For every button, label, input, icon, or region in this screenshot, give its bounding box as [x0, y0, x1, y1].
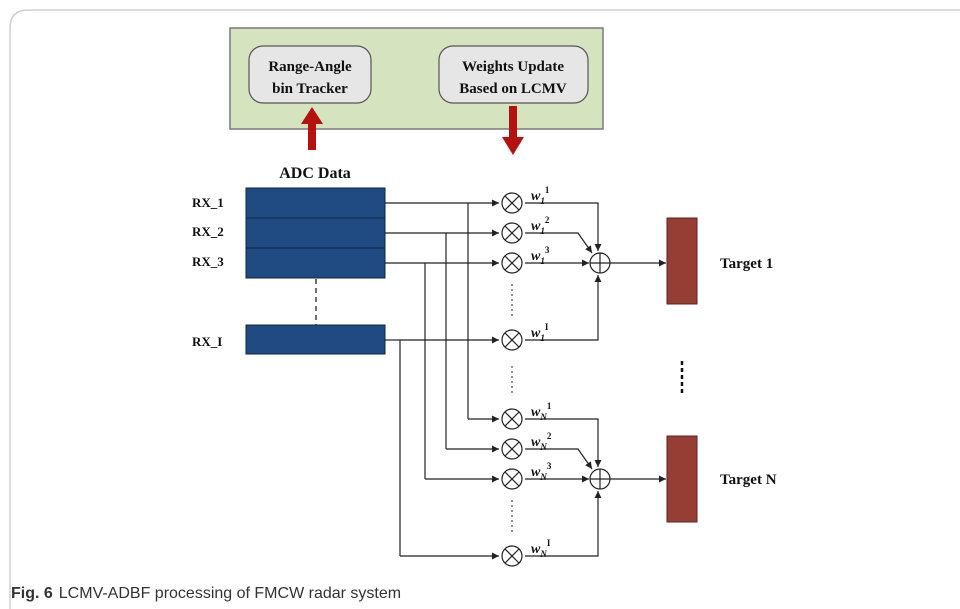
weights-label-line1: Weights Update	[462, 59, 564, 75]
signal-wires	[385, 199, 666, 560]
rx-label-3: RX_3	[192, 254, 224, 269]
weight-superscript: 3	[547, 461, 552, 471]
figure-caption-text: LCMV-ADBF processing of FMCW radar syste…	[58, 585, 402, 602]
target-1-block	[666, 217, 698, 305]
rx-bar-i	[245, 324, 386, 355]
tracker-label-line2: bin Tracker	[272, 81, 348, 97]
weights-down-arrow-icon	[502, 106, 524, 155]
multiplier-icon	[501, 252, 523, 274]
multiplier-icon	[501, 468, 523, 490]
tracker-label-line1: Range-Angle	[268, 59, 352, 75]
weight-superscript: 2	[545, 215, 550, 225]
figure-caption-label: Fig. 6	[11, 585, 53, 602]
weight-superscript: I	[547, 538, 551, 548]
weight-subscript: 1	[540, 256, 545, 266]
multiplier-icon	[501, 222, 523, 244]
weight-label: w	[531, 542, 541, 557]
svg-text:wN2: wN2	[531, 431, 552, 452]
weight-label: w	[531, 435, 541, 450]
svg-text:Range-Angle: Range-Angle	[268, 59, 352, 75]
weight-superscript: 3	[545, 245, 550, 255]
svg-text:bin Tracker: bin Tracker	[272, 81, 348, 97]
weight-subscript: 1	[540, 196, 545, 206]
weights-update-block	[438, 45, 589, 104]
multiplier-icon	[501, 408, 523, 430]
rx-bar-2	[245, 217, 386, 249]
adc-data-title: ADC Data	[279, 165, 351, 182]
target-n-label: Target N	[720, 472, 777, 488]
target-n-block	[666, 435, 698, 523]
svg-text:Weights Update: Weights Update	[462, 59, 564, 75]
weights-label-line2: Based on LCMV	[459, 81, 567, 97]
svg-text:wNI: wNI	[531, 538, 551, 559]
svg-text:Based on LCMV: Based on LCMV	[459, 81, 567, 97]
svg-text:w12: w12	[531, 215, 550, 236]
multiplier-icon	[501, 545, 523, 567]
svg-text:w13: w13	[531, 245, 550, 266]
weight-superscript: I	[545, 322, 549, 332]
figure-caption: Fig. 6 LCMV-ADBF processing of FMCW radar…	[11, 585, 401, 603]
target-1-label: Target 1	[720, 256, 773, 272]
weight-label: w	[531, 326, 541, 341]
svg-text:wN1: wN1	[531, 401, 552, 422]
weight-subscript: N	[539, 442, 547, 452]
rx-label-i: RX_I	[192, 334, 222, 349]
svg-text:wN3: wN3	[531, 461, 552, 482]
weight-subscript: N	[539, 549, 547, 559]
multiplier-icon	[501, 192, 523, 214]
weight-label: w	[531, 189, 541, 204]
weight-subscript: N	[539, 412, 547, 422]
svg-text:w11: w11	[531, 185, 550, 206]
weight-superscript: 1	[547, 401, 552, 411]
weight-label: w	[531, 465, 541, 480]
rx-bar-1	[245, 187, 386, 219]
weight-superscript: 1	[545, 185, 550, 195]
rx-bar-3	[245, 247, 386, 279]
weight-label: w	[531, 219, 541, 234]
summation-icon	[589, 468, 611, 490]
rx-label-1: RX_1	[192, 195, 224, 210]
figure-border	[9, 9, 960, 609]
controller-panel: Range-Angle bin Tracker Weights Update B…	[229, 27, 604, 130]
rx-label-2: RX_2	[192, 224, 224, 239]
multiplier-icon	[501, 329, 523, 351]
weight-label: w	[531, 405, 541, 420]
svg-text:w1I: w1I	[531, 322, 549, 343]
weight-label: w	[531, 249, 541, 264]
summation-icon	[589, 252, 611, 274]
weight-subscript: 1	[540, 333, 545, 343]
tracker-up-arrow-icon	[301, 107, 323, 150]
weight-superscript: 2	[547, 431, 552, 441]
tracker-block	[248, 45, 372, 104]
multiplier-icon	[501, 438, 523, 460]
weight-subscript: 1	[540, 226, 545, 236]
weight-subscript: N	[539, 472, 547, 482]
